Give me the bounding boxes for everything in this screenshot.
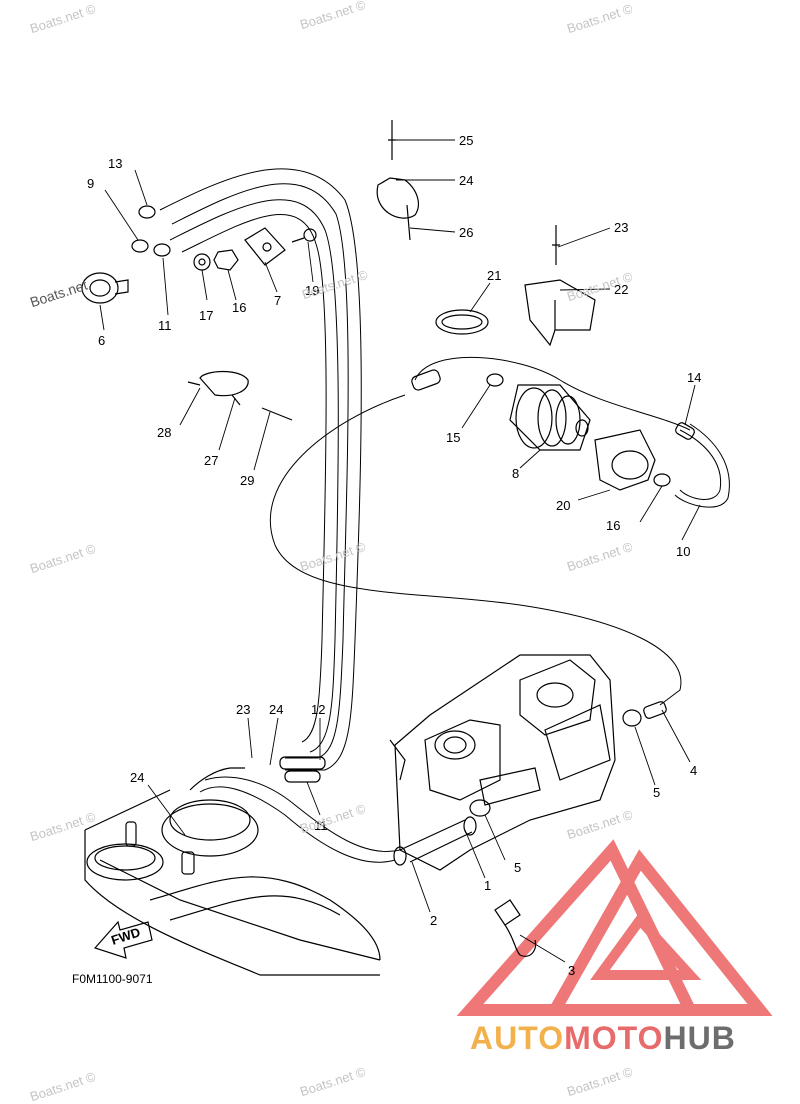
callout-28: 27 bbox=[204, 453, 218, 468]
grommet-8 bbox=[244, 227, 286, 266]
carburetor-assembly bbox=[389, 654, 616, 871]
logo-triangle bbox=[456, 839, 773, 1016]
drawing-code: F0M1100-9071 bbox=[72, 972, 153, 986]
hose-2 bbox=[199, 356, 691, 863]
callout-3: 3 bbox=[568, 963, 575, 978]
callout-27: 26 bbox=[459, 225, 473, 240]
brand-part-auto: AUTO bbox=[470, 1020, 565, 1056]
nut-17 bbox=[213, 249, 239, 271]
callout-9: 10 bbox=[676, 544, 690, 559]
brand-part-hub: HUB bbox=[663, 1020, 736, 1056]
hose-14-12 bbox=[159, 168, 362, 783]
callout-11: 14 bbox=[687, 370, 701, 385]
brand-part-moto: MOTO bbox=[564, 1020, 664, 1056]
callout-17: 16 bbox=[232, 300, 246, 315]
callout-24c: 24 bbox=[130, 770, 144, 785]
hose-fitting bbox=[411, 369, 441, 391]
callout-7: 6 bbox=[98, 333, 105, 348]
callout-29: 28 bbox=[157, 425, 171, 440]
clamps-10-13-15 bbox=[131, 205, 171, 257]
rivet-22 bbox=[552, 225, 560, 265]
callout-24a: 23 bbox=[236, 702, 250, 717]
bracket-21 bbox=[524, 279, 596, 347]
callout-24b: 24 bbox=[269, 702, 283, 717]
brand-logo: AUTOMOTOHUB bbox=[470, 1020, 736, 1057]
callout-12: 11 bbox=[314, 818, 328, 833]
callout-1: 1 bbox=[484, 878, 491, 893]
holder-20 bbox=[594, 429, 656, 491]
callout-20: 20 bbox=[556, 498, 570, 513]
callout-26: 25 bbox=[459, 133, 473, 148]
fwd-arrow bbox=[93, 920, 153, 959]
part-7-fitting bbox=[81, 272, 129, 304]
callout-14: 12 bbox=[311, 702, 325, 717]
clamp-25-27 bbox=[376, 177, 419, 241]
callout-16a: 15 bbox=[446, 430, 460, 445]
callout-13: 11 bbox=[158, 318, 172, 333]
leader-lines bbox=[99, 139, 701, 963]
part-1-pipe bbox=[393, 816, 477, 866]
callout-5b: 5 bbox=[514, 860, 521, 875]
callout-21: 22 bbox=[614, 282, 628, 297]
callout-25: 24 bbox=[459, 173, 473, 188]
callout-22: 23 bbox=[614, 220, 628, 235]
screw-19 bbox=[291, 228, 317, 243]
strap-29-28 bbox=[187, 370, 293, 421]
callout-8: 7 bbox=[274, 293, 281, 308]
callout-5a: 5 bbox=[653, 785, 660, 800]
hose-4 bbox=[643, 701, 667, 719]
rivet-26 bbox=[388, 120, 396, 160]
callout-4: 4 bbox=[690, 763, 697, 778]
callout-16b: 16 bbox=[606, 518, 620, 533]
callout-19: 19 bbox=[305, 283, 319, 298]
boot-6 bbox=[509, 384, 591, 451]
callout-18: 17 bbox=[199, 308, 213, 323]
callout-2: 2 bbox=[430, 913, 437, 928]
callout-6: 8 bbox=[512, 466, 519, 481]
callout-15: 13 bbox=[108, 156, 122, 171]
callout-10: 9 bbox=[87, 176, 94, 191]
clamp-23 bbox=[435, 309, 489, 335]
washer-18 bbox=[193, 253, 211, 271]
fuel-tank bbox=[84, 767, 381, 976]
hose-11-9 bbox=[674, 422, 730, 508]
clamp-5 bbox=[469, 709, 642, 817]
callout-numbers: 25 24 26 23 22 21 13 9 11 17 16 7 19 6 1… bbox=[87, 133, 701, 978]
callout-23: 21 bbox=[487, 268, 501, 283]
callout-30: 29 bbox=[240, 473, 254, 488]
clip-3 bbox=[494, 899, 537, 957]
